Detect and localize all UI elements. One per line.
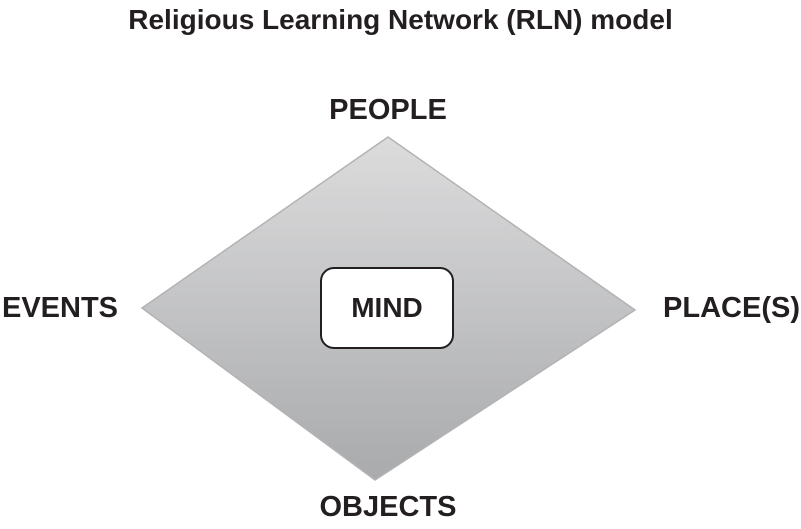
center-mind-label: MIND [351,292,423,323]
center-mind-box: MIND [320,267,454,349]
node-events-label: EVENTS [2,292,119,324]
node-objects-label: OBJECTS [319,491,457,523]
node-people-label: PEOPLE [329,94,447,126]
diagram-title: Religious Learning Network (RLN) model [128,4,673,35]
node-places-label: PLACE(S) [663,292,800,324]
